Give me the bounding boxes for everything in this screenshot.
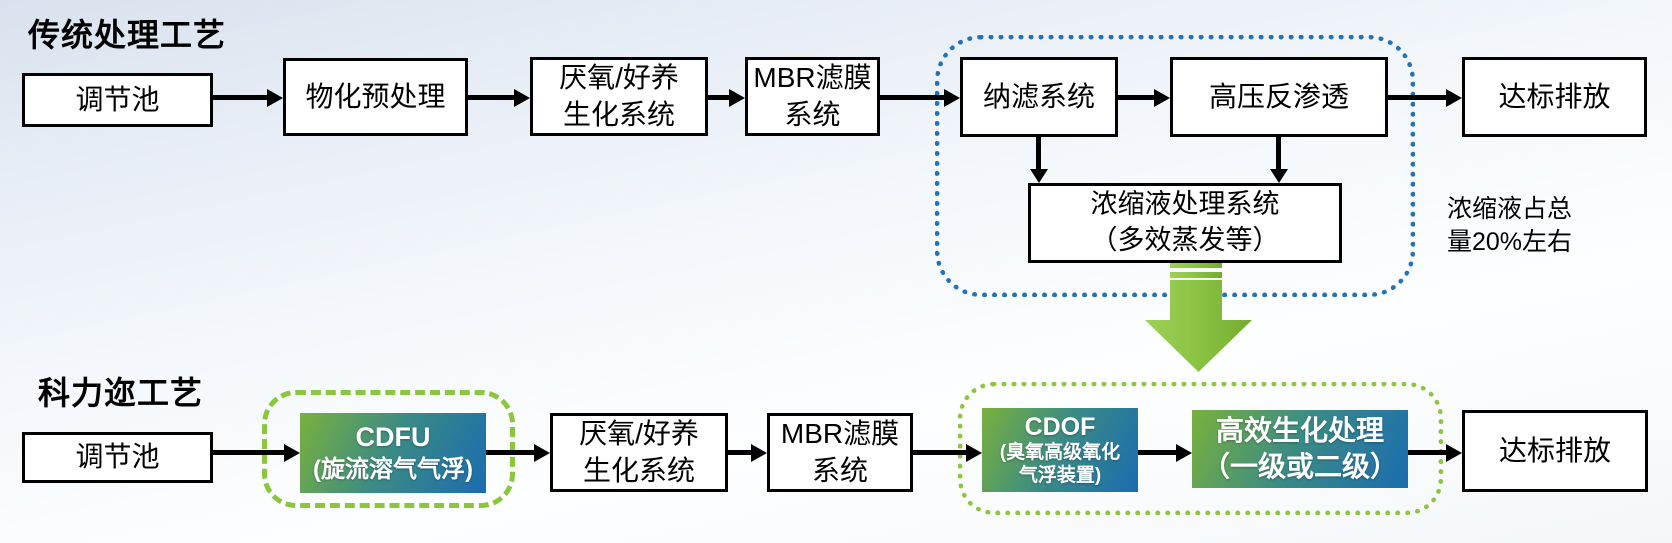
node-cdof: CDOF (臭氧高级氧化 气浮装置) xyxy=(982,408,1138,492)
node-mbr-membrane-traditional: MBR滤膜 系统 xyxy=(745,57,880,136)
arrow-right-connector xyxy=(468,95,515,100)
big-down-arrow-icon xyxy=(1145,262,1252,372)
arrow-right-connector xyxy=(213,95,268,100)
arrow-right-connector xyxy=(728,450,752,455)
node-mbr-membrane-keli: MBR滤膜 系统 xyxy=(767,413,913,492)
arrow-down-connector xyxy=(1036,137,1041,169)
cdof-group-outline xyxy=(958,382,1443,515)
arrow-right-connector xyxy=(913,450,967,455)
arrow-right-connector xyxy=(880,95,945,100)
arrow-right-connector xyxy=(1118,95,1155,100)
node-cdfu: CDFU (旋流溶气气浮) xyxy=(300,413,486,493)
node-high-efficiency-biochemical: 高效生化处理 （一级或二级） xyxy=(1192,410,1408,488)
node-concentrate-treatment: 浓缩液处理系统 （多效蒸发等） xyxy=(1028,183,1342,263)
arrow-right-connector xyxy=(1388,95,1447,100)
node-compliant-discharge-traditional: 达标排放 xyxy=(1462,57,1647,137)
node-physicochemical-pretreatment: 物化预处理 xyxy=(283,58,468,136)
node-anaerobic-aerobic-biochemical-traditional: 厌氧/好养 生化系统 xyxy=(530,57,708,136)
node-anaerobic-aerobic-biochemical-keli: 厌氧/好养 生化系统 xyxy=(550,413,728,492)
arrow-right-connector xyxy=(1138,450,1177,455)
section-title-traditional: 传统处理工艺 xyxy=(28,17,227,53)
arrow-right-connector xyxy=(486,450,535,455)
node-regulating-tank-keli: 调节池 xyxy=(22,432,213,483)
concentrate-share-annotation: 浓缩液占总 量20%左右 xyxy=(1447,195,1573,256)
arrow-down-connector xyxy=(1276,137,1281,169)
node-regulating-tank-traditional: 调节池 xyxy=(22,73,213,127)
node-nanofiltration: 纳滤系统 xyxy=(960,57,1118,137)
cdfu-group-outline xyxy=(262,390,515,508)
arrow-right-connector xyxy=(1408,450,1447,455)
arrow-right-connector xyxy=(708,95,730,100)
arrow-right-connector xyxy=(213,450,285,455)
node-compliant-discharge-keli: 达标排放 xyxy=(1462,410,1648,492)
node-high-pressure-ro: 高压反渗透 xyxy=(1170,57,1388,137)
section-title-keli: 科力迩工艺 xyxy=(38,375,204,411)
